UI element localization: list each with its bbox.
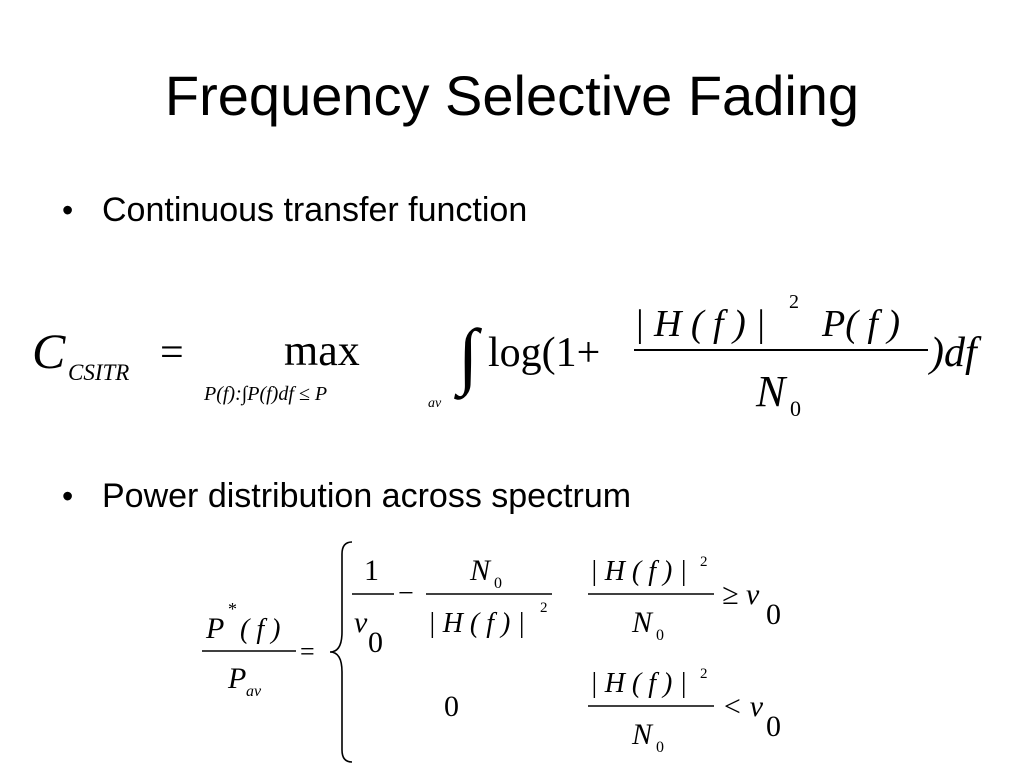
eq1-equals: = xyxy=(160,330,184,376)
bullet-1: • Continuous transfer function xyxy=(62,190,527,230)
eq1-max: max xyxy=(284,326,360,375)
eq2-case1-minus: − xyxy=(398,578,414,609)
eq2-case1-one: 1 xyxy=(364,554,379,587)
eq1-denominator-n: N xyxy=(755,367,788,416)
eq2-case1-cond-square: 2 xyxy=(700,554,708,570)
eq2-case1-n-subscript: 0 xyxy=(494,575,502,592)
eq1-integral: ∫ xyxy=(454,315,483,400)
eq1-c-subscript: CSITR xyxy=(68,360,129,385)
eq2-case1-h-square: 2 xyxy=(540,600,548,616)
eq1-c: C xyxy=(32,323,66,379)
eq1-constraint: P(f):∫P(f)df ≤ P xyxy=(203,383,327,406)
eq2-case1-cond-v-subscript: 0 xyxy=(766,598,781,631)
eq2-case2-cond-h: | H ( f ) | xyxy=(590,668,687,699)
eq2-case2-cond-square: 2 xyxy=(700,666,708,682)
eq2-case1-v-subscript: 0 xyxy=(368,626,383,659)
eq1-constraint-subscript: av xyxy=(428,396,442,411)
eq2-case1-cond-op: ≥ v xyxy=(722,578,760,611)
eq2-case2-cond-n-subscript: 0 xyxy=(656,739,664,756)
eq2-equals: = xyxy=(300,637,315,666)
eq2-case1-n: N xyxy=(469,554,492,587)
eq1-numerator-p: P( f ) xyxy=(821,303,900,345)
bullet-1-text: Continuous transfer function xyxy=(102,191,528,229)
eq2-lhs-den-p: P xyxy=(227,662,246,695)
eq2-lhs-den-subscript: av xyxy=(246,683,262,700)
eq2-case2-zero: 0 xyxy=(444,690,459,723)
eq2-lhs-star: * xyxy=(228,599,237,619)
eq2-case1-cond-n-subscript: 0 xyxy=(656,627,664,644)
eq2-case1-cond-n: N xyxy=(631,606,654,639)
brace-icon xyxy=(329,541,353,763)
eq1-log: log(1+ xyxy=(488,330,600,376)
bullet-2: • Power distribution across spectrum xyxy=(62,476,631,516)
slide-title: Frequency Selective Fading xyxy=(164,64,860,127)
eq2-case2-cond-op: < v xyxy=(722,690,764,723)
eq1-numerator-h: | H ( f ) | xyxy=(634,303,766,345)
eq2-case1-h: | H ( f ) | xyxy=(428,608,525,639)
eq2-case2-cond-n: N xyxy=(631,718,654,751)
eq1-tail: )df xyxy=(928,330,982,376)
eq1-denominator-subscript: 0 xyxy=(790,396,801,421)
bullet-2-text: Power distribution across spectrum xyxy=(102,477,632,515)
eq2-case1-cond-h: | H ( f ) | xyxy=(590,556,687,587)
bullet-dot: • xyxy=(62,478,74,514)
eq2-lhs-arg: ( f ) xyxy=(240,614,280,645)
eq2-lhs-p: P xyxy=(205,612,224,645)
bullet-dot: • xyxy=(62,192,74,228)
eq2-case2-cond-v-subscript: 0 xyxy=(766,710,781,743)
eq2-case1-v: v xyxy=(354,606,368,639)
eq1-numerator-square: 2 xyxy=(789,291,799,313)
